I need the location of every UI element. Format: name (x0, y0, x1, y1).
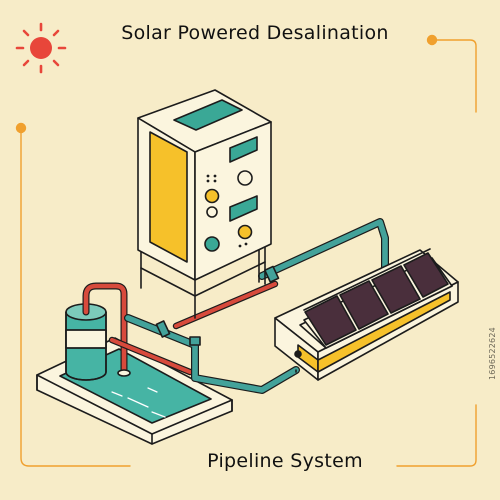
sun-icon (15, 22, 67, 74)
solar-panel-unit (274, 248, 459, 381)
hot-pipe (82, 280, 279, 376)
page-subtitle: Pipeline System (207, 450, 363, 472)
cold-pipe (124, 218, 389, 394)
control-cabinet (137, 89, 272, 319)
frame-decoration (15, 34, 477, 467)
stock-id-label: 1696522624 (488, 327, 497, 380)
page-title: Solar Powered Desalination (121, 22, 389, 44)
